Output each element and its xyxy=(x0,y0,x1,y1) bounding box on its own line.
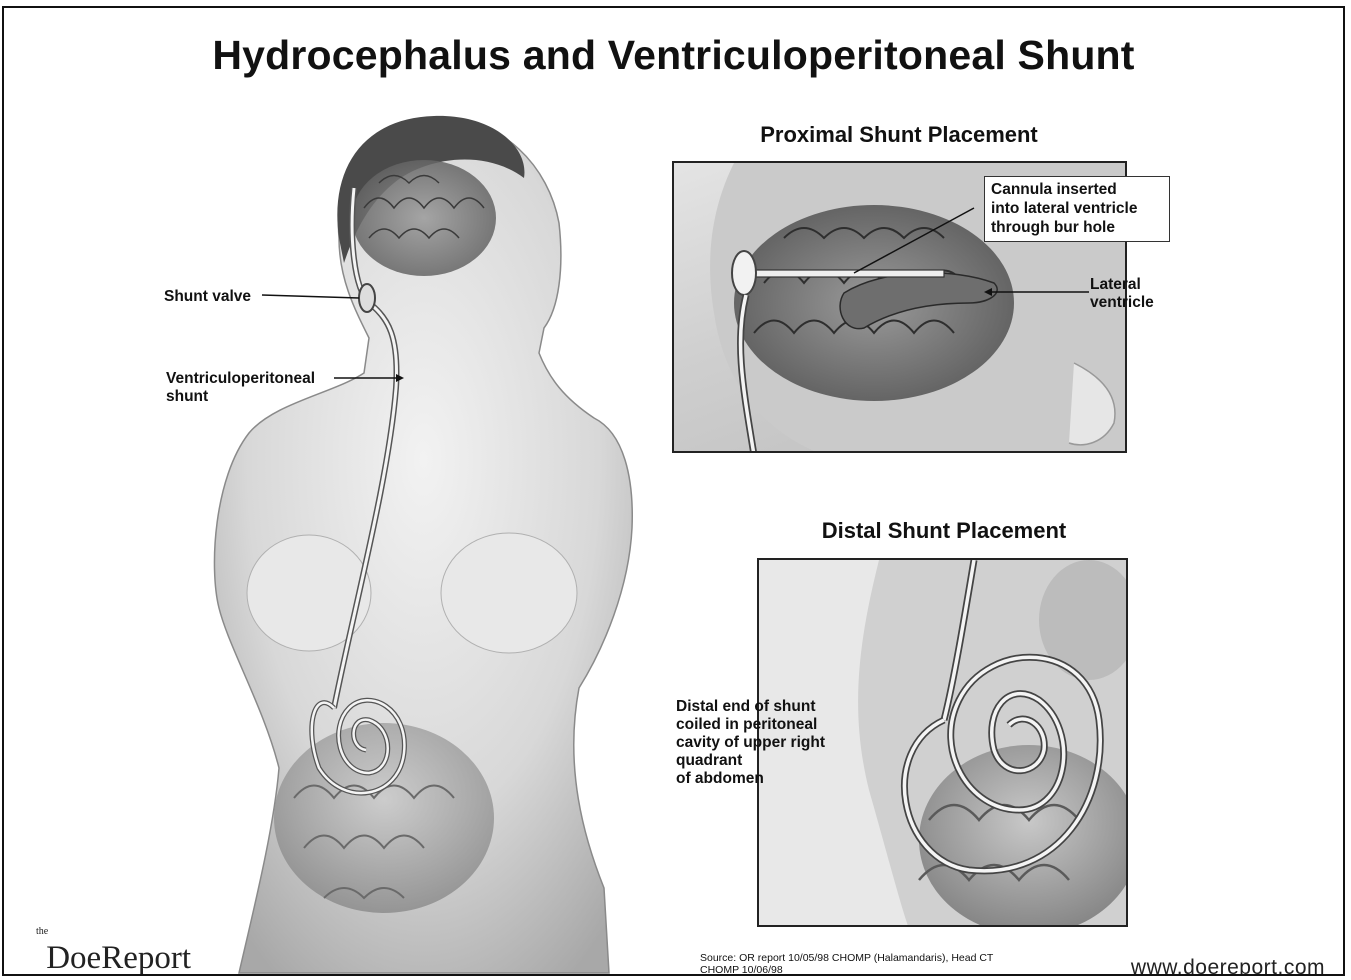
cannula-callout: Cannula inserted into lateral ventricle … xyxy=(984,176,1170,242)
distal-coil-label: Distal end of shunt coiled in peritoneal… xyxy=(676,698,825,788)
right-breast xyxy=(441,533,577,653)
doereport-logo: theDoeReport xyxy=(34,940,191,976)
diagram-frame: Hydrocephalus and Ventriculoperitoneal S… xyxy=(2,6,1345,976)
logo-the: the xyxy=(36,926,48,937)
logo-text: DoeReport xyxy=(46,940,191,976)
intestines xyxy=(274,723,494,913)
source-note: Source: OR report 10/05/98 CHOMP (Halama… xyxy=(700,952,1030,976)
brain xyxy=(352,160,496,276)
distal-heading: Distal Shunt Placement xyxy=(754,518,1134,544)
lateral-ventricle-label: Lateral ventricle xyxy=(1090,276,1154,312)
website-url: www.doereport.com xyxy=(1131,956,1325,976)
shunt-valve-shape xyxy=(359,284,375,312)
cannula xyxy=(754,270,944,277)
vp-shunt-label: Ventriculoperitoneal shunt xyxy=(166,370,315,406)
shunt-valve-label: Shunt valve xyxy=(164,288,251,306)
torso-illustration xyxy=(4,8,1345,976)
proximal-heading: Proximal Shunt Placement xyxy=(704,122,1094,148)
